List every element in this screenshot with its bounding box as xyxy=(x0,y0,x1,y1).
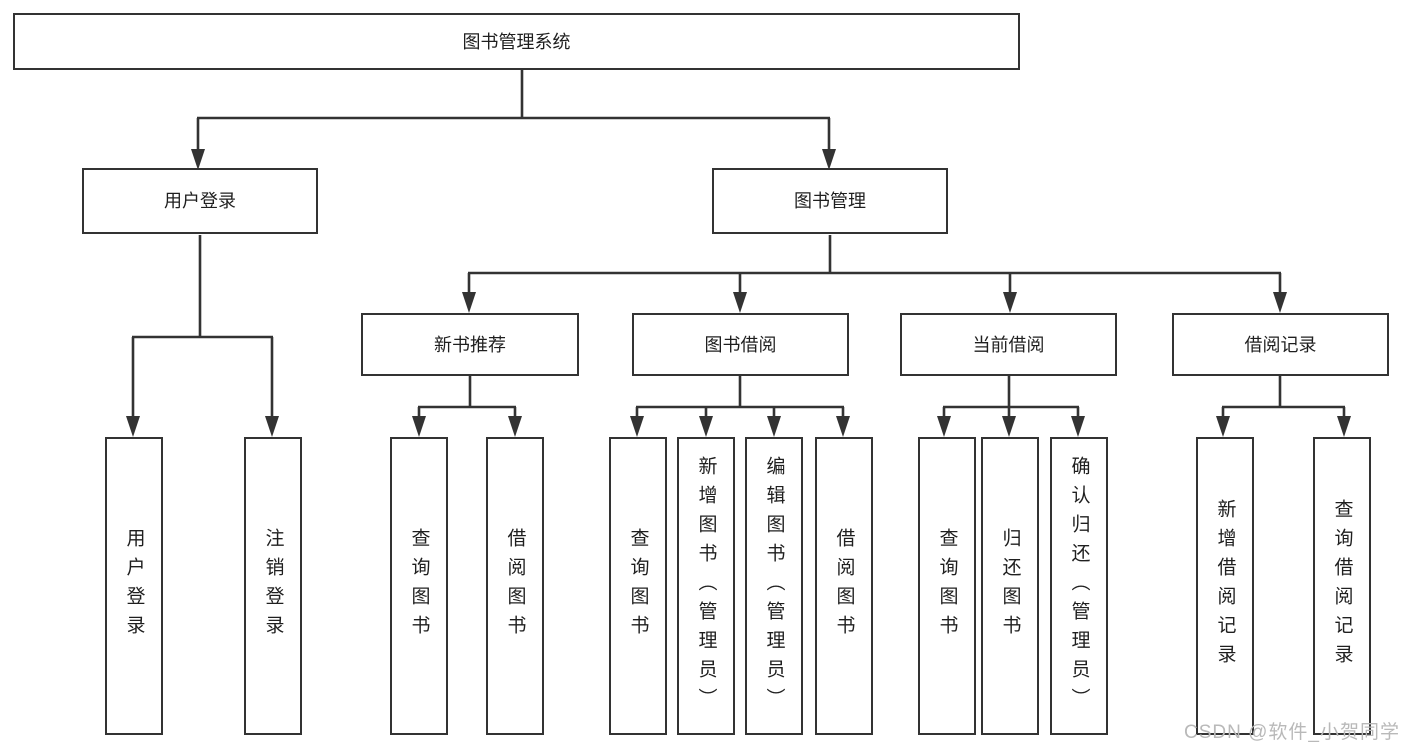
node-library-management-system: 图书管理系统 xyxy=(13,13,1020,70)
leaf-current-return-books: 归还图书 xyxy=(981,437,1039,735)
leaf-borrow-borrow-books: 借阅图书 xyxy=(815,437,873,735)
connector-login xyxy=(131,235,274,420)
leaf-records-query-record: 查询借阅记录 xyxy=(1313,437,1371,735)
leaf-borrow-edit-books-admin: 编辑图书（管理员） xyxy=(745,437,803,735)
node-book-borrow: 图书借阅 xyxy=(632,313,849,376)
leaf-borrow-query-books: 查询图书 xyxy=(609,437,667,735)
connector-current xyxy=(942,376,1080,420)
leaf-logout: 注销登录 xyxy=(244,437,302,735)
leaf-recommend-query-books: 查询图书 xyxy=(390,437,448,735)
connector-recommend xyxy=(417,376,517,420)
node-current-borrow: 当前借阅 xyxy=(900,313,1117,376)
connector-borrow xyxy=(635,376,845,420)
connector-records xyxy=(1221,376,1346,420)
csdn-watermark: CSDN @软件_小贺同学 xyxy=(1184,722,1400,743)
node-new-book-recommend: 新书推荐 xyxy=(361,313,579,376)
node-borrow-records: 借阅记录 xyxy=(1172,313,1389,376)
leaf-current-confirm-return-admin: 确认归还（管理员） xyxy=(1050,437,1108,735)
node-book-management: 图书管理 xyxy=(712,168,948,234)
leaf-current-query-books: 查询图书 xyxy=(918,437,976,735)
connector-book-management xyxy=(467,235,1282,296)
leaf-user-login: 用户登录 xyxy=(105,437,163,735)
leaf-recommend-borrow-books: 借阅图书 xyxy=(486,437,544,735)
node-user-login: 用户登录 xyxy=(82,168,318,234)
leaf-records-add-record: 新增借阅记录 xyxy=(1196,437,1254,735)
leaf-borrow-add-books-admin: 新增图书（管理员） xyxy=(677,437,735,735)
arrowheads xyxy=(126,149,1351,437)
connector-root xyxy=(196,70,831,153)
